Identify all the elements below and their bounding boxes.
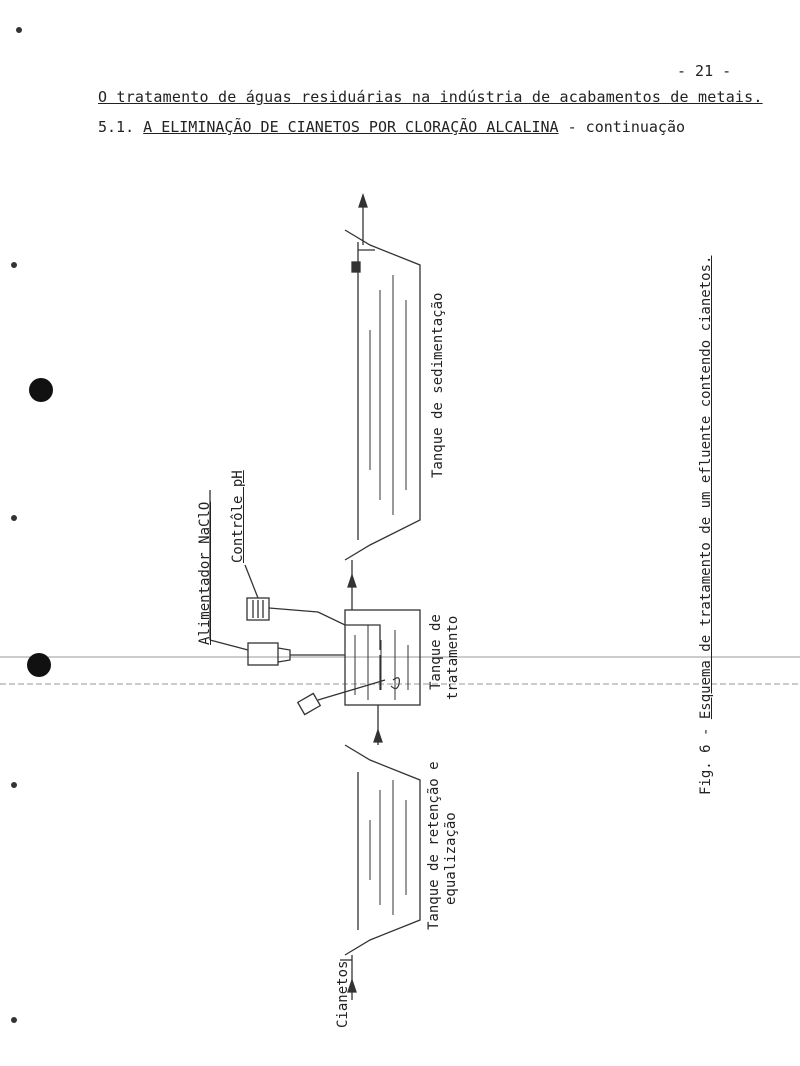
caption-prefix: Fig. 6 - — [698, 719, 714, 795]
figure-caption: Fig. 6 - Esquema de tratamento de um efl… — [698, 256, 714, 795]
label-input-cyanides: Cianetos — [335, 960, 351, 1028]
scan-speck — [11, 515, 17, 521]
treatment-tank — [344, 609, 421, 706]
binder-hole-bottom — [27, 653, 51, 677]
label-retention-tank-1: Tanque de retenção e — [426, 761, 442, 930]
sedimentation-tank — [344, 229, 421, 561]
section-title: A ELIMINAÇÃO DE CIANETOS POR CLORAÇÃO AL… — [143, 118, 559, 136]
mixer-motor — [296, 692, 322, 716]
header-title: O tratamento de águas residuárias na ind… — [98, 88, 763, 106]
section-suffix: - continuação — [558, 118, 686, 136]
label-naclo-feeder: Alimentador NaClO — [197, 501, 213, 645]
label-treatment-tank-2: tratamento — [445, 615, 461, 700]
section-heading: 5.1. A ELIMINAÇÃO DE CIANETOS POR CLORAÇ… — [98, 118, 685, 136]
flow-arrow-1 — [347, 572, 357, 588]
scan-speck — [16, 27, 22, 33]
label-retention-tank-2: equalização — [443, 812, 459, 905]
label-sedimentation-tank: Tanque de sedimentação — [430, 292, 446, 478]
scan-speck — [11, 782, 17, 788]
flow-arrow-2 — [373, 727, 383, 743]
mixer-shaft — [317, 679, 386, 701]
inlet-arrow — [347, 977, 357, 993]
ph-controller — [246, 597, 381, 650]
label-ph-control: Contrôle pH — [230, 470, 246, 563]
caption-text: Esquema de tratamento de um efluente con… — [698, 255, 714, 720]
naclo-feeder — [247, 642, 345, 666]
scan-speck — [11, 1017, 17, 1023]
section-number: 5.1. — [98, 118, 135, 136]
outlet-arrow — [358, 192, 368, 208]
retention-tank — [344, 744, 421, 956]
page-number: - 21 - — [677, 62, 732, 80]
scan-speck — [11, 262, 17, 268]
label-treatment-tank-1: Tanque de — [428, 614, 444, 690]
binder-hole-top — [29, 378, 53, 402]
